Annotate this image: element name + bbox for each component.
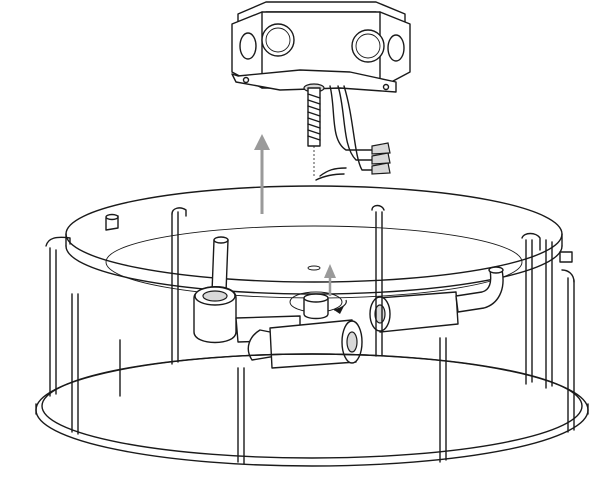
canopy-ring: [65, 185, 573, 299]
assembly-arrows: [254, 134, 336, 296]
wires: [315, 85, 391, 181]
junction-box: [231, 1, 411, 93]
mounting-screw: [303, 83, 325, 147]
socket-arms: [193, 236, 504, 369]
vertical-rods: [45, 204, 575, 465]
center-nut: [289, 265, 347, 320]
cage-ring: [35, 353, 589, 467]
